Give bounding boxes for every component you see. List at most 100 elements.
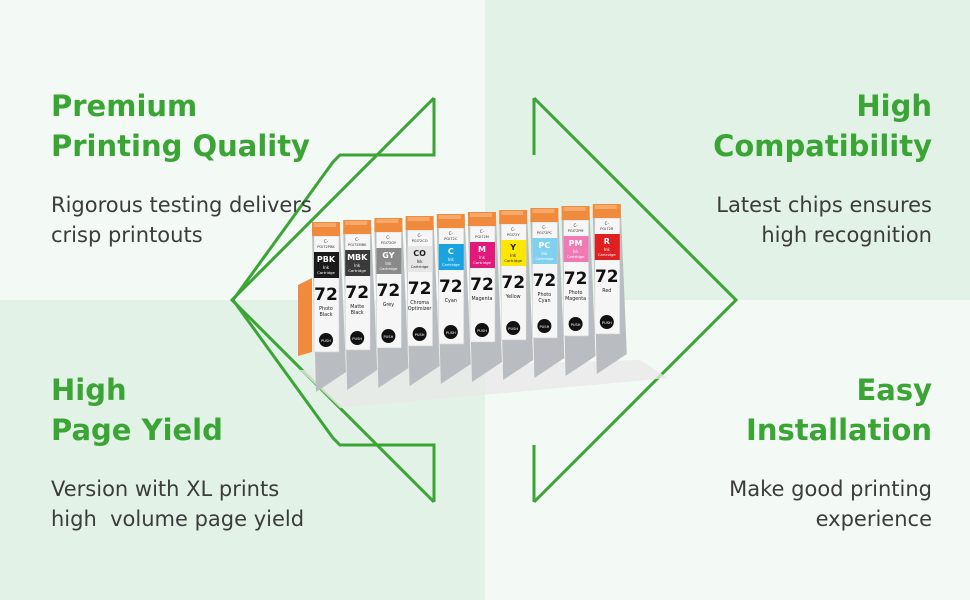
cartridge-color-name: Black: [351, 310, 364, 316]
cartridge-color-band: [501, 240, 527, 266]
cartridge-cap-highlight: [345, 221, 368, 225]
cartridge-type-text: Cartridge: [411, 264, 429, 269]
feature-title: Easy Installation: [632, 370, 932, 450]
cartridge-cap-highlight: [594, 205, 617, 209]
cartridge-type-text: Cartridge: [504, 258, 522, 263]
cartridge-number: 72: [377, 281, 401, 301]
cartridge-ink-text: Ink: [541, 251, 548, 256]
feature-title-line: Installation: [746, 413, 932, 447]
cartridge-cap-highlight: [376, 219, 399, 223]
feature-description-line: high volume page yield: [51, 507, 305, 531]
cartridge-push-button: [381, 329, 396, 343]
cartridge-color-code: GY: [382, 251, 394, 260]
cartridge-number: 72: [439, 277, 463, 297]
cartridge-push-button: [350, 331, 365, 345]
cartridge-ink-text: Ink: [385, 261, 392, 266]
cartridge-color-code: R: [604, 237, 610, 246]
feature-premium-printing-quality: Premium Printing Quality Rigorous testin…: [51, 86, 351, 250]
feature-title-line: Page Yield: [51, 413, 223, 447]
cartridge-ink-text: Ink: [604, 247, 611, 252]
cartridge-color-code: PM: [569, 239, 583, 248]
cartridge-ink-text: Ink: [354, 263, 361, 268]
cartridge-cap-highlight: [438, 215, 461, 219]
cartridge-brand-text: C-: [605, 221, 610, 226]
cartridge-push-button: [506, 321, 521, 335]
cartridge-color-name: Cyan: [445, 298, 457, 304]
cartridge-color-name: Optimizer: [408, 306, 432, 312]
cartridge-number: 72: [564, 269, 588, 289]
cartridge-color-code: M: [478, 245, 486, 254]
feature-description-line: Rigorous testing delivers: [51, 193, 312, 217]
cartridge-color-name: Black: [320, 312, 333, 318]
cartridge-color-name: Red: [602, 288, 611, 294]
cartridge-ink-text: Ink: [510, 253, 517, 258]
feature-high-compatibility: High Compatibility Latest chips ensures …: [632, 86, 932, 250]
cartridge-model-text: PGI72GY: [381, 241, 397, 245]
cartridge-color-name: Yellow: [505, 294, 521, 300]
cartridge-push-button: [568, 317, 583, 331]
cartridge-push-button: [537, 319, 552, 333]
cartridge-cap-highlight: [314, 223, 336, 227]
cartridge-cap-highlight: [532, 209, 555, 213]
cartridge-push-text: PUSH: [352, 337, 362, 341]
cartridge-push-text: PUSH: [446, 331, 456, 335]
cartridge-color-band: [407, 246, 433, 272]
cartridge-color-code: PC: [539, 241, 551, 250]
feature-title-line: High: [856, 89, 932, 123]
cartridge-type-text: Cartridge: [473, 260, 491, 265]
cartridge-cap-highlight: [501, 211, 524, 215]
cartridge-brand-text: C-: [573, 223, 578, 228]
cartridge-cap-highlight: [470, 213, 492, 217]
feature-description: Make good printing experience: [632, 474, 932, 534]
feature-title-line: Easy: [856, 373, 932, 407]
cartridge-color-name: Photo: [569, 290, 583, 296]
feature-title: High Page Yield: [51, 370, 351, 450]
left-arrow-tip: [229, 96, 436, 504]
feature-title: High Compatibility: [632, 86, 932, 166]
cartridge-ink-text: Ink: [448, 257, 455, 262]
cartridge-model-text: PGI72PM: [568, 229, 584, 233]
cartridge-push-text: PUSH: [415, 333, 425, 337]
feature-description: Version with XL prints high volume page …: [51, 474, 351, 534]
cartridge-color-band: [438, 244, 464, 270]
cartridge-number: 72: [533, 271, 557, 291]
feature-easy-installation: Easy Installation Make good printing exp…: [632, 370, 932, 534]
cartridge-type-text: Cartridge: [442, 262, 460, 267]
feature-description-line: Version with XL prints: [51, 477, 280, 501]
cartridge-model-text: PGI72Y: [507, 233, 521, 237]
cartridge-push-text: PUSH: [540, 325, 550, 329]
cartridge-brand-text: C-: [480, 229, 485, 234]
cartridge-brand-text: C-: [417, 233, 422, 238]
cartridge-color-name: Cyan: [538, 298, 550, 304]
feature-title-line: Printing Quality: [51, 129, 310, 163]
cartridge-color-band: [314, 252, 339, 278]
cartridge-number: 72: [470, 275, 494, 295]
cartridge-number: 72: [408, 279, 432, 299]
feature-title-line: High: [51, 373, 127, 407]
feature-title: Premium Printing Quality: [51, 86, 351, 166]
cartridge-color-code: CO: [413, 249, 426, 258]
cartridge-ink-text: Ink: [417, 259, 424, 264]
cartridge-color-name: Magenta: [565, 296, 586, 302]
cartridge-push-text: PUSH: [602, 321, 612, 325]
cartridge-push-button: [443, 325, 458, 339]
cartridge-type-text: Cartridge: [598, 252, 616, 257]
cartridge-number: 72: [595, 267, 619, 287]
cartridge-color-band: [563, 236, 589, 262]
cartridge-model-text: PGI72PC: [537, 231, 553, 235]
cartridge-push-button: [412, 327, 427, 341]
cartridge: C-PGI72MBKMBKInkCartridge72MatteBlackPUS…: [343, 220, 378, 390]
cartridge-push-button: [319, 333, 333, 347]
cartridge-model-text: PGI72M: [475, 235, 489, 239]
cartridge-color-band: [345, 250, 371, 276]
cartridge-brand-text: C-: [542, 225, 547, 230]
cartridge-brand-text: C-: [511, 227, 516, 232]
cartridge-push-text: PUSH: [477, 329, 487, 333]
cartridge-color-name: Matte: [350, 304, 364, 310]
cartridge-brand-text: C-: [386, 235, 391, 240]
